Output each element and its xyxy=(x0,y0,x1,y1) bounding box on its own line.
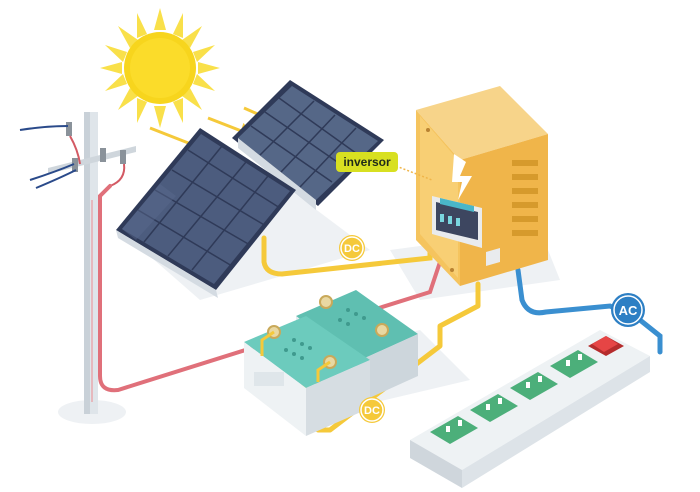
power-lines xyxy=(19,125,77,189)
dc-badge-top-text: DC xyxy=(344,243,360,255)
pole-red-wire xyxy=(69,135,126,187)
power-switch xyxy=(588,336,624,356)
ac-badge-text: AC xyxy=(619,303,638,318)
ac-badge: AC xyxy=(611,293,645,327)
inverter-label: inversor xyxy=(336,152,398,172)
inverter-callout-line xyxy=(395,165,433,181)
inverter-label-text: inversor xyxy=(343,155,391,169)
solar-panel-front xyxy=(116,128,296,298)
red-wire xyxy=(98,184,446,393)
lightning-icon xyxy=(452,154,472,200)
dc-badge-bottom-text: DC xyxy=(364,405,380,417)
dc-badge-bottom: DC xyxy=(359,397,385,423)
strip-sockets xyxy=(430,350,598,444)
sun-icon xyxy=(100,8,220,128)
dc-wire-panels xyxy=(261,235,433,277)
inverter-box xyxy=(416,86,548,286)
dc-badge-top: DC xyxy=(339,235,365,261)
utility-pole xyxy=(48,112,136,414)
power-strip xyxy=(410,330,650,488)
battery-front xyxy=(244,316,370,436)
